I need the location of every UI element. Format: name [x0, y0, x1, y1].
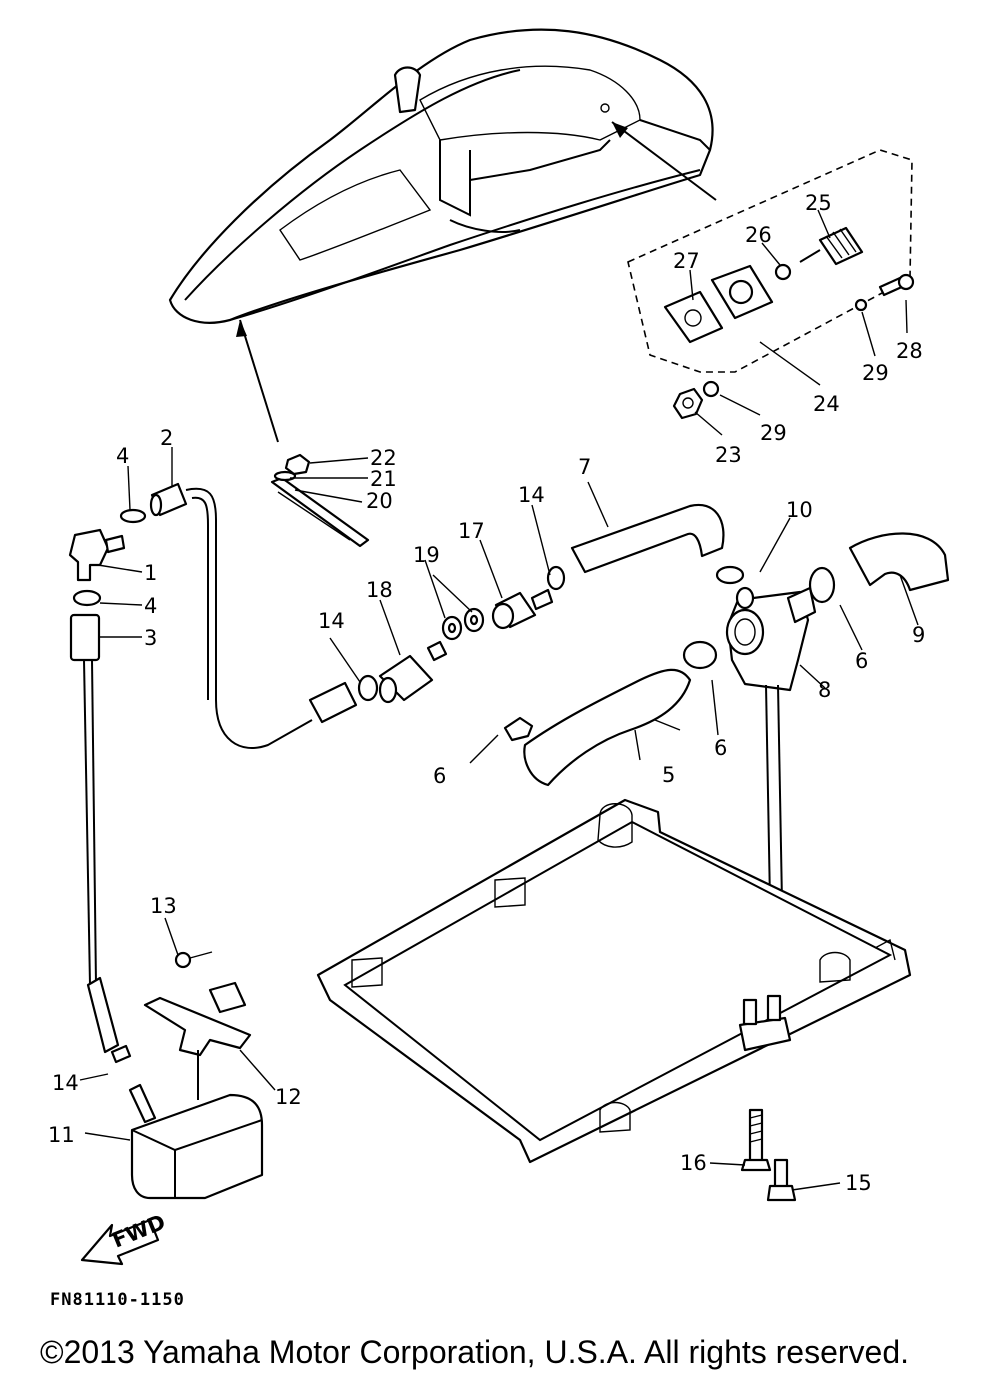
callout-5: 5: [662, 763, 675, 787]
callout-24: 24: [813, 392, 840, 416]
callout-16: 16: [680, 1151, 707, 1175]
callout-29: 29: [760, 421, 787, 445]
mounting-tray: [316, 798, 912, 1202]
inline-fittings: [357, 565, 566, 704]
callout-8: 8: [818, 678, 831, 702]
detail-box: [627, 149, 915, 420]
callout-23: 23: [715, 443, 742, 467]
callout-27: 27: [673, 249, 700, 273]
figure-code: FN81110-1150: [50, 1290, 185, 1310]
callout-29: 29: [862, 361, 889, 385]
callout-21: 21: [370, 467, 397, 491]
callout-10: 10: [786, 498, 813, 522]
callout-25: 25: [805, 191, 832, 215]
callout-28: 28: [896, 339, 923, 363]
callout-14: 14: [52, 1071, 79, 1095]
callout-6: 6: [855, 649, 868, 673]
callout-18: 18: [366, 578, 393, 602]
callout-15: 15: [845, 1171, 872, 1195]
fwd-arrow-icon: FWD: [80, 1210, 169, 1266]
callout-6: 6: [433, 764, 446, 788]
callout-11: 11: [48, 1123, 75, 1147]
callout-14: 14: [518, 483, 545, 507]
assembly-arrows: [236, 121, 717, 443]
callout-4: 4: [144, 594, 157, 618]
callout-7: 7: [578, 455, 591, 479]
callout-20: 20: [366, 489, 393, 513]
left-fittings: [68, 482, 358, 986]
callout-3: 3: [144, 626, 157, 650]
hoses-and-valve: [503, 503, 950, 1011]
callout-17: 17: [458, 519, 485, 543]
watercraft-hull: [168, 28, 714, 324]
copyright-notice: ©2013 Yamaha Motor Corporation, U.S.A. A…: [40, 1334, 910, 1370]
callout-2: 2: [160, 426, 173, 450]
callout-6: 6: [714, 736, 727, 760]
callout-numbers: 1 2 3 4 4 5 6 6 6 7 8 9 10 11 12 13 14 1…: [48, 191, 925, 1195]
parts-diagram: FWD: [48, 28, 950, 1266]
bracket-20-22: [270, 453, 370, 548]
callout-9: 9: [912, 623, 925, 647]
callout-12: 12: [275, 1085, 302, 1109]
callout-19: 19: [413, 543, 440, 567]
water-box-assembly: [86, 951, 264, 1200]
callout-22: 22: [370, 446, 397, 470]
callout-13: 13: [150, 894, 177, 918]
callout-14: 14: [318, 609, 345, 633]
callout-26: 26: [745, 223, 772, 247]
callout-4: 4: [116, 444, 129, 468]
leader-lines: [79, 209, 919, 1191]
callout-1: 1: [144, 561, 157, 585]
